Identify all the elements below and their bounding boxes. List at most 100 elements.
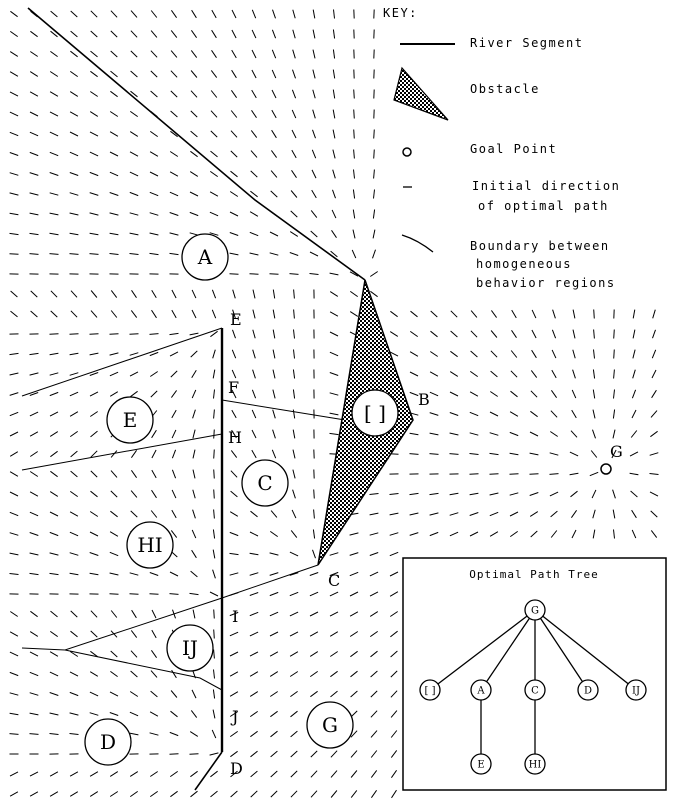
direction-tick <box>430 433 439 435</box>
direction-tick <box>152 290 157 298</box>
direction-tick <box>471 311 477 318</box>
direction-tick <box>30 512 38 516</box>
direction-tick <box>170 192 178 196</box>
direction-tick <box>450 413 458 416</box>
point-label-i: I <box>232 607 238 626</box>
direction-tick <box>10 772 18 776</box>
direction-tick <box>193 610 195 619</box>
direction-tick <box>491 351 497 357</box>
direction-tick <box>191 71 197 78</box>
direction-tick <box>271 171 277 178</box>
direction-tick <box>211 791 218 797</box>
direction-tick <box>110 91 117 96</box>
direction-tick <box>10 132 18 135</box>
direction-tick <box>652 370 656 378</box>
direction-tick <box>50 672 58 676</box>
direction-tick <box>130 213 139 215</box>
direction-tick <box>10 452 18 457</box>
direction-tick <box>410 454 419 455</box>
direction-tick <box>190 754 199 755</box>
direction-tick <box>50 213 59 215</box>
direction-tick <box>130 132 138 137</box>
direction-tick <box>572 530 576 538</box>
direction-tick <box>271 791 277 797</box>
direction-tick <box>50 492 58 497</box>
direction-tick <box>50 392 58 395</box>
direction-tick <box>131 310 136 317</box>
direction-tick <box>90 713 99 716</box>
direction-tick <box>570 452 578 456</box>
direction-tick <box>490 512 498 515</box>
direction-tick <box>110 233 119 235</box>
direction-tick <box>571 491 578 497</box>
direction-tick <box>313 70 315 79</box>
direction-tick <box>311 771 317 778</box>
direction-tick <box>410 352 418 357</box>
direction-tick <box>211 70 216 77</box>
direction-tick <box>152 610 156 618</box>
direction-tick <box>190 212 198 215</box>
region-obstacle: [ ] <box>352 390 398 436</box>
region-g: G <box>307 702 353 748</box>
direction-tick <box>273 430 276 439</box>
direction-tick <box>30 152 38 155</box>
direction-tick <box>351 751 357 758</box>
direction-tick <box>292 510 296 518</box>
direction-tick <box>131 71 138 77</box>
direction-tick <box>190 333 199 335</box>
direction-tick <box>250 612 258 615</box>
direction-tick <box>70 193 79 196</box>
direction-tick <box>410 392 418 395</box>
direction-tick <box>291 211 298 217</box>
direction-tick <box>50 553 59 555</box>
direction-tick <box>550 492 558 496</box>
direction-tick <box>373 250 376 259</box>
direction-tick <box>230 233 238 236</box>
direction-tick <box>292 150 296 158</box>
point-label-f: F <box>228 378 239 397</box>
direction-tick <box>273 290 274 299</box>
direction-tick <box>110 152 118 156</box>
direction-tick <box>250 553 259 555</box>
direction-tick <box>193 450 195 459</box>
direction-tick <box>270 573 279 576</box>
direction-tick <box>354 150 355 159</box>
direction-tick <box>231 171 238 177</box>
direction-tick <box>354 170 355 179</box>
direction-tick <box>191 131 198 137</box>
direction-tick <box>614 370 615 379</box>
direction-tick <box>353 230 355 239</box>
direction-tick <box>213 570 216 579</box>
direction-tick <box>30 432 38 436</box>
direction-tick <box>292 170 297 177</box>
direction-tick <box>410 533 419 536</box>
direction-tick <box>210 331 217 336</box>
direction-tick <box>230 532 238 535</box>
direction-tick <box>30 734 39 735</box>
tree-node-a: A <box>471 680 491 700</box>
goal-point-g <box>601 464 611 474</box>
direction-tick <box>570 473 579 474</box>
direction-tick <box>331 791 337 798</box>
direction-tick <box>90 132 98 136</box>
direction-tick <box>150 233 159 235</box>
direction-tick <box>51 611 58 617</box>
direction-tick <box>211 91 217 98</box>
direction-tick <box>151 11 157 18</box>
direction-tick <box>391 691 397 698</box>
direction-tick <box>350 651 357 656</box>
direction-tick <box>110 254 119 255</box>
direction-tick <box>10 672 18 675</box>
direction-tick <box>211 151 218 157</box>
direction-tick <box>90 71 97 76</box>
direction-tick <box>10 512 18 515</box>
direction-tick <box>510 432 518 435</box>
direction-tick <box>272 130 277 138</box>
direction-tick <box>573 310 575 319</box>
direction-tick <box>290 672 298 677</box>
direction-tick <box>70 233 79 234</box>
direction-tick <box>30 173 39 176</box>
direction-tick <box>313 50 315 59</box>
direction-tick <box>292 90 295 98</box>
